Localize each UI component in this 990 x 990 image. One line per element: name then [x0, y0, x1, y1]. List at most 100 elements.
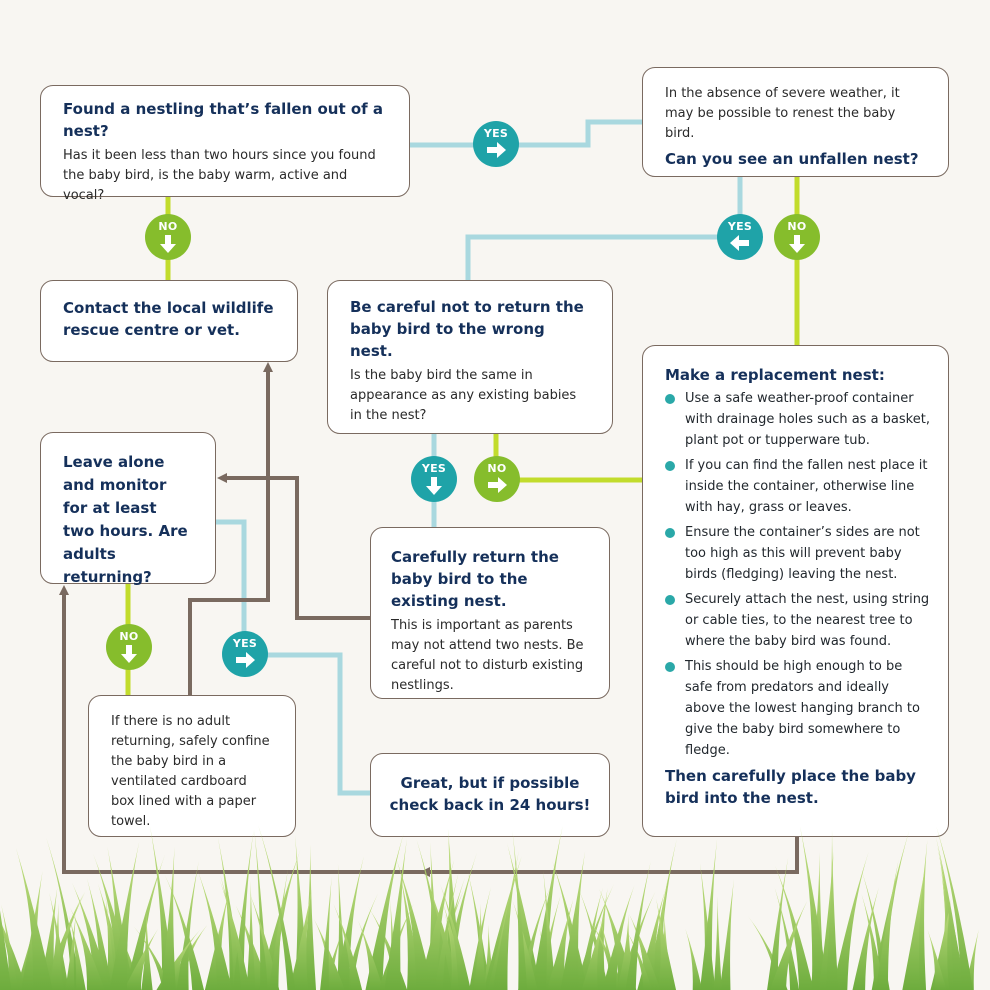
check-back-title: Great, but if possible check back in 24 …	[389, 774, 591, 814]
grass-blade	[246, 880, 256, 990]
line-return-to-leave	[217, 473, 370, 620]
grass-blade	[699, 838, 718, 990]
down-arrow-icon	[121, 645, 137, 663]
grass-blade	[656, 898, 677, 990]
line-found-to-absence	[407, 119, 645, 148]
replacement-nest-box: Make a replacement nest: Use a safe weat…	[642, 345, 949, 837]
replacement-step: If you can find the fallen nest place it…	[665, 455, 930, 518]
return-nest-text: This is important as parents may not att…	[391, 618, 584, 693]
grass-blade	[492, 850, 519, 990]
grass-blade	[334, 856, 364, 990]
down-arrow-icon	[160, 235, 176, 253]
no-badge-unfallen: NO	[774, 214, 820, 260]
absence-weather-box: In the absence of severe weather, it may…	[642, 67, 949, 177]
replacement-nest-list: Use a safe weather-proof container with …	[665, 388, 930, 761]
line-confine-to-contact	[188, 362, 273, 695]
replacement-step: This should be high enough to be safe fr…	[665, 656, 930, 761]
contact-rescue-box: Contact the local wildlife rescue centre…	[40, 280, 298, 362]
grass-blade	[909, 839, 928, 990]
grass-blade	[434, 872, 459, 990]
wrong-nest-title: Be careful not to return the baby bird t…	[350, 298, 584, 360]
replacement-nest-title: Make a replacement nest:	[665, 366, 885, 384]
found-nestling-box: Found a nestling that’s fallen out of a …	[40, 85, 410, 203]
replacement-step: Securely attach the nest, using string o…	[665, 589, 930, 652]
right-arrow-icon	[487, 142, 506, 158]
grass-blade	[333, 903, 363, 990]
grass-blade	[578, 889, 609, 990]
grass-blade	[160, 846, 176, 990]
grass-blade	[512, 830, 528, 990]
right-arrow-icon	[488, 477, 507, 493]
grass-blade	[473, 903, 487, 990]
contact-rescue-title: Contact the local wildlife rescue centre…	[63, 299, 274, 339]
grass-blade	[543, 870, 556, 990]
no-badge-contact: NO	[145, 214, 191, 260]
grass-blade	[15, 847, 53, 990]
grass-blade	[313, 918, 345, 990]
grass-blade	[852, 886, 880, 990]
grass-blade	[927, 929, 947, 990]
yes-badge-same-nest: YES	[411, 456, 457, 502]
grass-blade	[268, 868, 289, 990]
grass-blade	[1, 904, 19, 990]
grass-blade	[418, 859, 455, 990]
found-nestling-text: Has it been less than two hours since yo…	[63, 148, 376, 203]
down-arrow-icon	[426, 477, 442, 495]
grass-blade	[506, 842, 541, 990]
grass-blade	[935, 836, 964, 990]
grass-blade	[86, 877, 113, 990]
grass-blade	[65, 913, 77, 990]
confine-text: If there is no adult returning, safely c…	[111, 714, 270, 829]
grass-blade	[560, 851, 586, 990]
grass-blade	[71, 882, 111, 990]
grass-blade	[365, 833, 404, 990]
grass-blade	[249, 892, 280, 990]
grass-blade	[832, 851, 869, 990]
grass-blade	[861, 893, 885, 990]
line-yes-to-careful	[465, 234, 743, 283]
replacement-step: Use a safe weather-proof container with …	[665, 388, 930, 451]
no-badge-same-nest: NO	[474, 456, 520, 502]
right-arrow-icon	[236, 652, 255, 668]
found-nestling-title: Found a nestling that’s fallen out of a …	[63, 100, 384, 140]
absence-weather-text: In the absence of severe weather, it may…	[665, 86, 900, 141]
grass-blade	[258, 825, 296, 990]
grass-blade	[685, 928, 703, 990]
left-arrow-icon	[730, 235, 749, 251]
grass-blade	[105, 895, 117, 990]
grass-blade	[575, 883, 615, 990]
yes-badge-adults: YES	[222, 631, 268, 677]
grass-blade	[133, 926, 172, 990]
grass-blade	[875, 859, 899, 990]
grass-blade	[769, 900, 808, 990]
yes-badge-renest: YES	[473, 121, 519, 167]
grass-blade	[384, 838, 408, 990]
replacement-step: Ensure the container’s sides are not too…	[665, 522, 930, 585]
grass-blade	[552, 860, 588, 990]
grass-blade	[800, 826, 829, 990]
return-nest-box: Carefully return the baby bird to the ex…	[370, 527, 610, 699]
grass-blade	[581, 914, 605, 990]
grass-blade	[164, 874, 205, 990]
grass-blade	[625, 929, 652, 990]
yes-badge-unfallen: YES	[717, 214, 763, 260]
grass-blade	[358, 920, 384, 990]
grass-illustration	[0, 825, 979, 990]
no-badge-adults: NO	[106, 624, 152, 670]
grass-blade	[546, 898, 574, 990]
down-arrow-icon	[789, 235, 805, 253]
leave-alone-box: Leave alone and monitor for at least two…	[40, 432, 216, 586]
grass-blade	[0, 910, 12, 990]
grass-blade	[774, 886, 800, 990]
unfallen-nest-question: Can you see an unfallen nest?	[665, 150, 919, 168]
grass-blade	[719, 878, 735, 990]
grass-blade	[320, 876, 332, 990]
grass-blade	[197, 870, 233, 990]
line-bottom-to-leave	[59, 585, 425, 874]
grass-blade	[68, 914, 86, 990]
grass-blade	[825, 829, 839, 990]
grass-blade	[289, 889, 312, 990]
grass-blade	[141, 912, 153, 990]
